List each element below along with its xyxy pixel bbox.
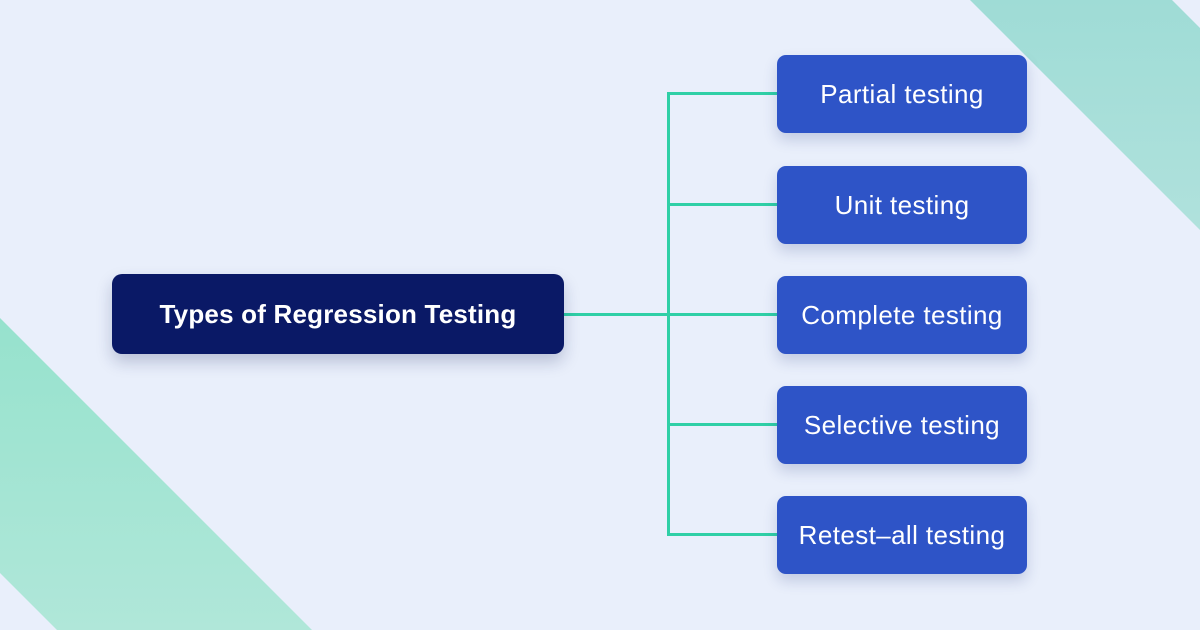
node-selective-testing: Selective testing [777,386,1027,464]
node-complete-testing: Complete testing [777,276,1027,354]
node-partial-testing: Partial testing [777,55,1027,133]
root-node: Types of Regression Testing [112,274,564,354]
node-unit-testing: Unit testing [777,166,1027,244]
node-complete-testing-label: Complete testing [801,299,1003,330]
connector-branch-complete-testing [667,313,777,316]
connector-branch-partial-testing [667,92,777,95]
connector-branch-unit-testing [667,203,777,206]
node-selective-testing-label: Selective testing [803,409,1001,440]
node-partial-testing-label: Partial testing [820,78,984,109]
node-retest-all-testing-label: Retest–all testing [798,519,1006,550]
node-retest-all-testing: Retest–all testing [777,496,1027,574]
node-unit-testing-label: Unit testing [834,189,970,220]
connector-branch-retest-all-testing [667,533,777,536]
connector-root-stub [564,313,669,316]
root-node-label: Types of Regression Testing [159,298,517,329]
connector-branch-selective-testing [667,423,777,426]
